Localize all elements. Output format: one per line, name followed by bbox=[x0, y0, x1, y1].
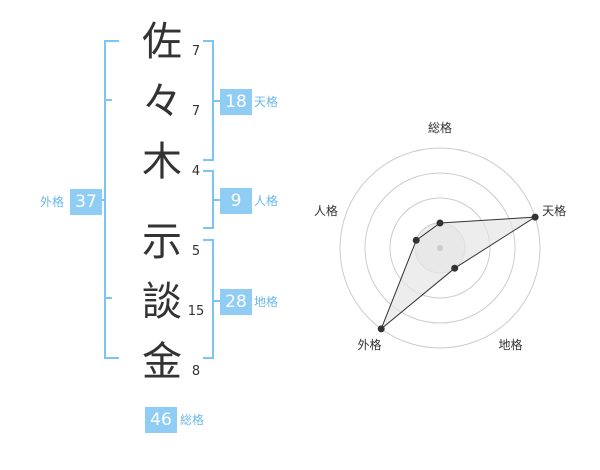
chikaku-value: 28 bbox=[220, 289, 252, 315]
jinkaku-label: 人格 bbox=[254, 194, 279, 208]
name-char-5: 談 bbox=[142, 279, 182, 325]
radar-axis-label-3: 地格 bbox=[498, 337, 522, 352]
jinkaku-value: 9 bbox=[220, 188, 252, 214]
tenkaku-value: 18 bbox=[220, 89, 252, 115]
chikaku-label: 地格 bbox=[254, 295, 279, 309]
radar-point-2 bbox=[531, 213, 539, 221]
name-char-6: 金 bbox=[142, 339, 182, 385]
stroke-count-2: 7 bbox=[191, 104, 201, 119]
soukaku-value: 46 bbox=[145, 407, 177, 433]
radar-axis-label-4: 外格 bbox=[357, 337, 381, 352]
tenkaku-bracket bbox=[203, 40, 220, 161]
radar-point-4 bbox=[377, 325, 385, 333]
stroke-count-3: 4 bbox=[191, 164, 201, 179]
radar-axis-label-2: 天格 bbox=[542, 203, 566, 218]
radar-point-1 bbox=[436, 219, 444, 227]
name-char-2: 々 bbox=[142, 79, 182, 125]
gaikaku-label: 外格 bbox=[40, 195, 65, 209]
jinkaku-bracket bbox=[203, 170, 220, 229]
stroke-count-4: 5 bbox=[191, 244, 201, 259]
radar-axis-label-5: 人格 bbox=[314, 203, 338, 218]
stroke-count-6: 8 bbox=[191, 364, 201, 379]
radar-ring-4 bbox=[339, 147, 541, 349]
name-char-4: 示 bbox=[142, 219, 182, 265]
radar-ring-3 bbox=[364, 172, 516, 324]
name-char-1: 佐 bbox=[142, 19, 182, 65]
gaikaku-value: 37 bbox=[70, 189, 102, 215]
radar-series-polygon bbox=[380, 216, 536, 330]
stroke-count-1: 7 bbox=[191, 44, 201, 59]
radar-point-3 bbox=[451, 264, 459, 272]
radar-point-5 bbox=[412, 236, 420, 244]
stroke-count-5: 15 bbox=[187, 304, 205, 319]
radar-center-dot bbox=[437, 245, 443, 251]
name-char-3: 木 bbox=[142, 139, 182, 185]
radar-ring-2 bbox=[389, 197, 491, 299]
tenkaku-label: 天格 bbox=[254, 95, 279, 109]
soukaku-label: 総格 bbox=[180, 413, 205, 427]
chikaku-bracket bbox=[203, 239, 220, 359]
radar-axis-label-1: 総格 bbox=[428, 120, 452, 135]
